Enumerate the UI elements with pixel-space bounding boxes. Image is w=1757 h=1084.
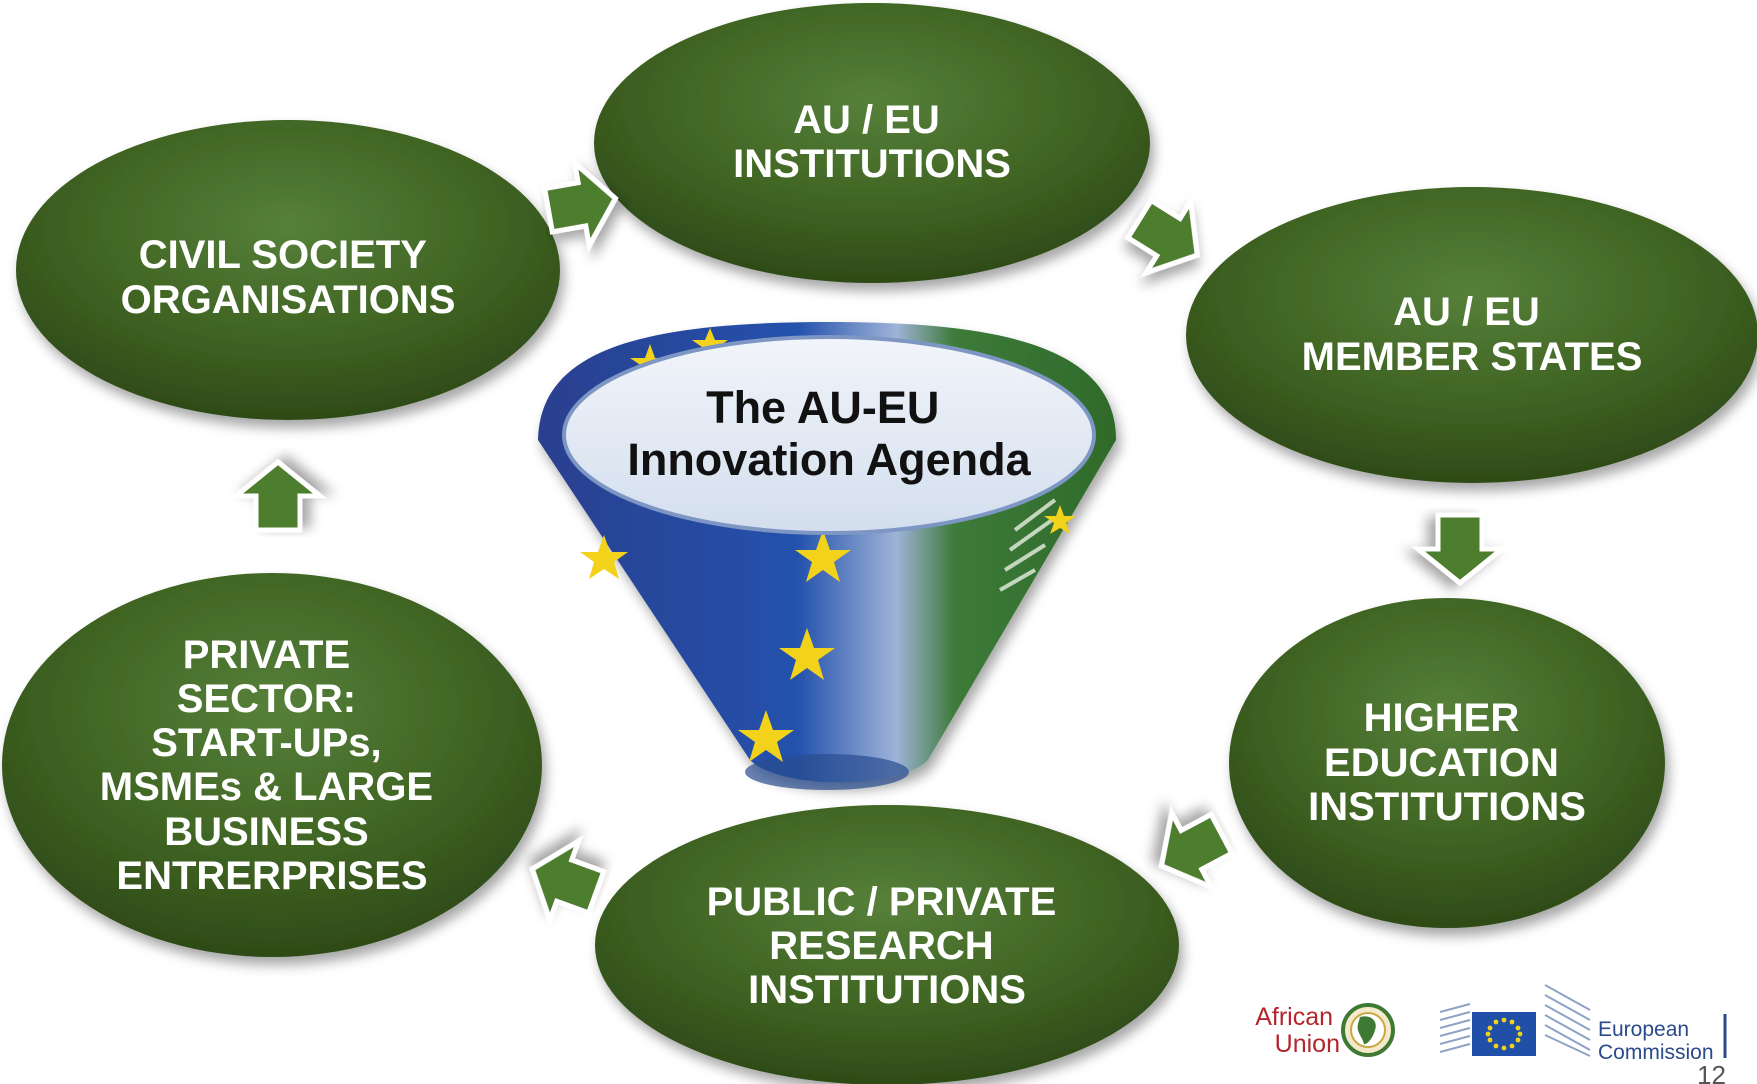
african-union-logo: African Union xyxy=(1255,1003,1395,1058)
node-label-research-institutions: PUBLIC / PRIVATE RESEARCH INSTITUTIONS xyxy=(707,880,1068,1012)
node-private-sector: PRIVATE SECTOR: START-UPs, MSMEs & LARGE… xyxy=(2,573,542,957)
node-au-eu-member-states: AU / EU MEMBER STATES xyxy=(1186,187,1757,483)
flow-arrow-higher-education-to-research xyxy=(1158,805,1236,893)
node-label-higher-education: HIGHER EDUCATION INSTITUTIONS xyxy=(1308,696,1586,829)
eu-flag-stars xyxy=(1485,1017,1523,1051)
flow-arrow-institutions-to-member-states xyxy=(1124,194,1200,278)
flow-arrow-member-states-to-higher-education xyxy=(1410,512,1510,587)
node-civil-society: CIVIL SOCIETY ORGANISATIONS xyxy=(16,120,560,420)
node-higher-education-institutions: HIGHER EDUCATION INSTITUTIONS xyxy=(1229,598,1665,928)
node-au-eu-institutions: AU / EU INSTITUTIONS xyxy=(594,3,1150,283)
center-funnel: The AU-EU Innovation Agenda xyxy=(538,322,1116,790)
node-label-au-eu-member-states: AU / EU MEMBER STATES xyxy=(1302,290,1643,379)
flow-arrow-private-sector-to-civil-society xyxy=(228,458,328,533)
node-research-institutions: PUBLIC / PRIVATE RESEARCH INSTITUTIONS xyxy=(595,805,1179,1084)
flow-arrow-civil-to-institutions xyxy=(541,156,619,254)
european-commission-logo: European Commission xyxy=(1439,984,1727,1064)
flow-arrow-research-to-private-sector xyxy=(529,835,607,928)
african-union-logo-text: African Union xyxy=(1255,1003,1340,1058)
node-label-private-sector: PRIVATE SECTOR: START-UPs, MSMEs & LARGE… xyxy=(100,633,444,898)
node-label-civil-society: CIVIL SOCIETY ORGANISATIONS xyxy=(121,233,456,322)
page-number: 12 xyxy=(1697,1060,1726,1084)
funnel-stripes-decoration xyxy=(999,498,1057,592)
european-commission-logo-text: European Commission xyxy=(1598,1018,1714,1064)
node-label-au-eu-institutions: AU / EU INSTITUTIONS xyxy=(733,98,1011,186)
ec-building-icon xyxy=(1439,984,1591,1057)
center-title: The AU-EU Innovation Agenda xyxy=(627,382,1031,485)
